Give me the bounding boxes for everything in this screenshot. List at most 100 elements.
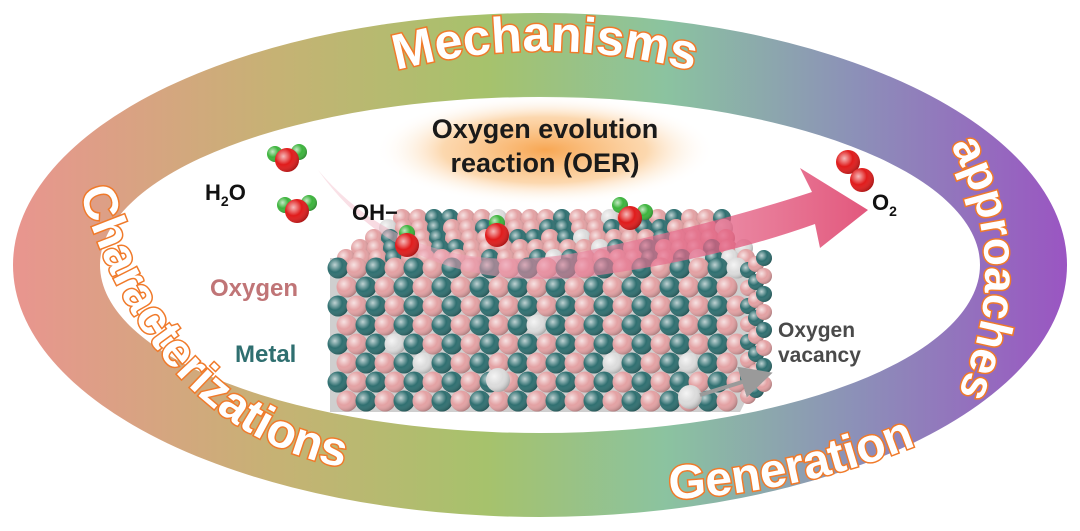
metal-atom-shading [469,390,491,412]
metal-atom-shading [507,314,529,336]
metal-atom-shading [697,314,719,336]
metal-atom-shading [479,295,501,317]
oxygen-atom-shading [650,333,672,355]
hydroxide-molecule-o-shading [395,233,419,257]
oxygen-atom-shading [450,314,472,336]
metal-atom-shading [365,295,387,317]
metal-atom-shading [621,276,643,298]
oxygen-atom-shading [336,390,358,412]
metal-atom-shading [517,295,539,317]
metal-atom-shading [555,333,577,355]
metal-atom-shading [593,333,615,355]
oxygen-molecule-o-shading [850,168,874,192]
oer-title-line2: reaction (OER) [450,148,639,178]
metal-atom-shading [403,295,425,317]
metal-atom-shading [393,352,415,374]
metal-atom-shading [756,286,772,302]
metal-atom-shading [355,314,377,336]
metal-atom-shading [669,295,691,317]
oxygen-atom-shading [564,314,586,336]
oxygen-atom-shading [346,295,368,317]
oxygen-atom-shading [336,314,358,336]
oxygen-atom-shading [374,314,396,336]
adsorbate-o-shading [618,206,642,230]
oxygen-atom-shading [450,390,472,412]
oxygen-atom-shading [412,390,434,412]
metal-atom-shading [707,295,729,317]
oxygen-atom-shading [498,295,520,317]
metal-atom-shading [545,352,567,374]
vacancy-atom-shading [678,352,700,374]
vacancy-atom-shading [526,314,548,336]
oxygen-atom-shading [460,333,482,355]
metal-atom-shading [469,352,491,374]
metal-atom-shading [431,276,453,298]
metal-atom-shading [669,257,691,279]
oxygen-atom-shading [346,371,368,393]
label-oh: OH− [352,200,398,225]
oxygen-atom-shading [422,333,444,355]
label-vacancy-line1: Oxygen [778,319,855,342]
oxygen-atom-shading [536,333,558,355]
oxygen-atom-shading [526,276,548,298]
label-o2: O2 [872,190,897,219]
oxygen-atom-shading [688,333,710,355]
metal-atom-shading [403,257,425,279]
metal-atom-shading [593,371,615,393]
metal-atom-shading [621,352,643,374]
metal-atom-shading [441,333,463,355]
oxygen-atom-shading [450,352,472,374]
oxygen-atom-shading [564,352,586,374]
metal-atom-shading [507,390,529,412]
oxygen-atom-shading [384,371,406,393]
metal-atom-shading [631,333,653,355]
metal-atom-shading [507,276,529,298]
metal-atom-shading [403,333,425,355]
metal-atom-shading [441,295,463,317]
oxygen-atom-shading [412,314,434,336]
oxygen-atom-shading [650,371,672,393]
oxygen-atom-shading [640,352,662,374]
metal-atom-shading [365,333,387,355]
oxygen-atom-shading [374,276,396,298]
metal-atom-shading [707,257,729,279]
oxygen-atom-shading [460,371,482,393]
vacancy-atom-highlighted-shading [678,385,702,409]
metal-atom-shading [355,390,377,412]
reaction-arrow [318,168,868,280]
metal-atom-shading [756,250,772,266]
oxygen-atom-shading [756,268,772,284]
oxygen-atom-shading [612,333,634,355]
label-oxygen: Oxygen [210,275,298,302]
vacancy-arrow [699,366,773,398]
oxygen-atom-shading [374,390,396,412]
oxygen-atom-shading [564,390,586,412]
metal-atom-shading [517,371,539,393]
molecules [267,144,874,257]
oxygen-atom-shading [574,371,596,393]
oxygen-atom-shading [384,257,406,279]
oxygen-atom-shading [346,257,368,279]
oxygen-atom-shading [716,276,738,298]
label-metal: Metal [235,341,296,368]
oxygen-atom-shading [336,352,358,374]
oxygen-atom-shading [650,295,672,317]
metal-atom-shading [355,276,377,298]
oxygen-atom-shading [346,333,368,355]
metal-atom-shading [555,371,577,393]
metal-atom-shading [697,352,719,374]
oxygen-atom-shading [488,276,510,298]
metal-atom-shading [327,295,349,317]
metal-atom-shading [707,333,729,355]
metal-atom-shading [621,314,643,336]
oxygen-atom-shading [640,314,662,336]
metal-atom-shading [545,314,567,336]
oxygen-atom-shading [688,295,710,317]
metal-atom-shading [365,257,387,279]
oxygen-atom-shading [612,371,634,393]
oxygen-atom-shading [716,314,738,336]
water-molecule-o-shading [275,148,299,172]
metal-atom-shading [393,276,415,298]
